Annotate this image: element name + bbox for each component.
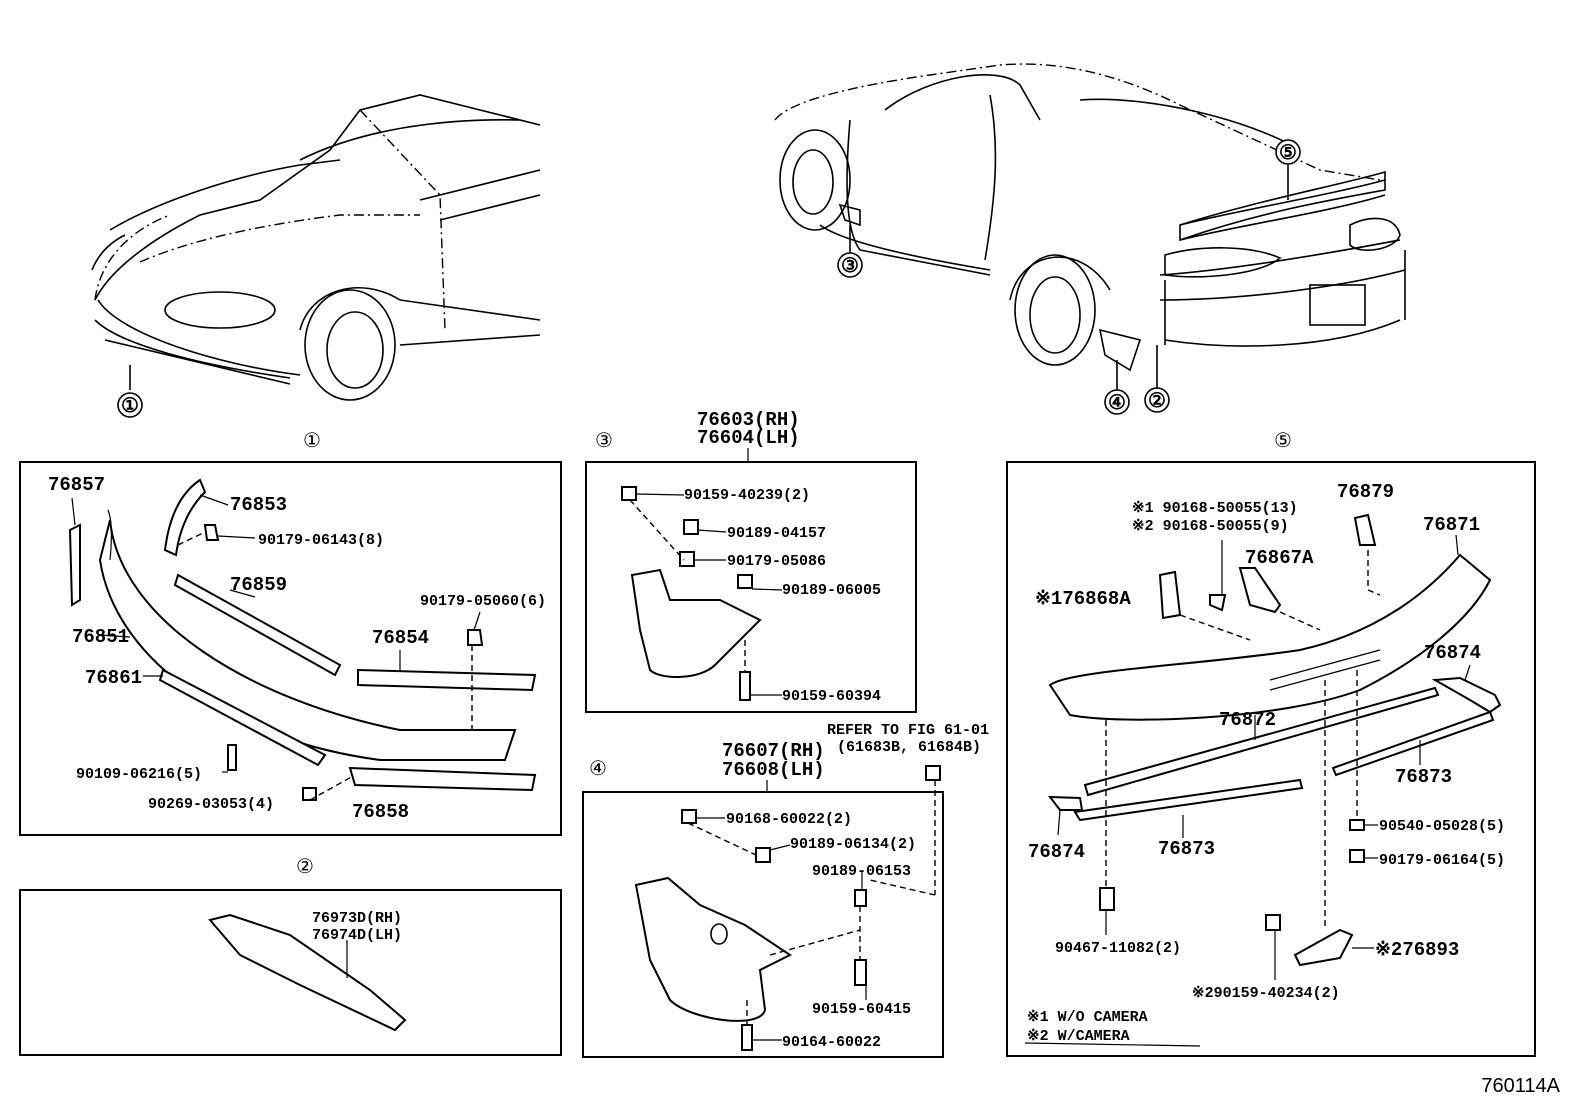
label-90179-05060: 90179-05060(6) <box>420 593 546 610</box>
label-90179-06164: 90179-06164(5) <box>1379 852 1505 869</box>
section-4-labels: 90168-60022(2) 90189-06134(2) 90189-0615… <box>726 811 916 1051</box>
diagram-id: 760114A <box>1481 1075 1560 1097</box>
svg-text:②: ② <box>1148 390 1166 412</box>
label-76973D: 76973D(RH) <box>312 910 402 927</box>
svg-text:③: ③ <box>841 255 859 277</box>
section-4-refer-line-1: REFER TO FIG 61-01 <box>827 722 989 739</box>
label-76851: 76851 <box>72 626 129 648</box>
label-76873-b: 76873 <box>1158 838 1215 860</box>
section-3-box <box>585 461 917 713</box>
section-5-title: ⑤ <box>1274 430 1292 452</box>
label-76854: 76854 <box>372 627 429 649</box>
rear-car-illustration <box>774 63 1406 390</box>
section-4-refer-line-2: (61683B, 61684B) <box>837 739 981 756</box>
label-90179-06143: 90179-06143(8) <box>258 532 384 549</box>
label-90179-05086: 90179-05086 <box>727 553 826 570</box>
section-2-title: ② <box>296 856 314 878</box>
label-76893: ※276893 <box>1375 939 1459 961</box>
label-90540-05028: 90540-05028(5) <box>1379 818 1505 835</box>
label-76867A: 76867A <box>1245 547 1314 569</box>
label-76857: 76857 <box>48 474 105 496</box>
label-76868A: ※176868A <box>1035 588 1131 610</box>
label-76871: 76871 <box>1423 514 1480 536</box>
section-1-box <box>19 461 562 836</box>
label-90189-04157: 90189-04157 <box>727 525 826 542</box>
section-4-header-rh: 76607(RH) <box>722 740 825 762</box>
label-90189-06005: 90189-06005 <box>782 582 881 599</box>
callout-1: ① <box>117 392 143 418</box>
front-car-illustration <box>91 94 541 401</box>
label-90159-60415: 90159-60415 <box>812 1001 911 1018</box>
label-76874-b: 76874 <box>1028 841 1085 863</box>
label-90164-60022: 90164-60022 <box>782 1034 881 1051</box>
callout-2: ② <box>1144 387 1170 413</box>
legend-without-camera: ※1 W/O CAMERA <box>1027 1009 1148 1026</box>
label-76873-a: 76873 <box>1395 766 1452 788</box>
callout-3: ③ <box>837 252 863 278</box>
section-1-parts <box>68 478 537 801</box>
label-76879: 76879 <box>1337 481 1394 503</box>
label-90159-60394: 90159-60394 <box>782 688 881 705</box>
label-note-2-90168-50055: ※2 90168-50055(9) <box>1132 518 1289 535</box>
section-1-title: ① <box>303 430 321 452</box>
section-2-parts <box>208 913 407 1032</box>
section-1-labels: 76857 76853 90179-06143(8) 76859 90179-0… <box>48 474 546 823</box>
section-3-header-lh: 76604(LH) <box>697 427 800 449</box>
label-76858: 76858 <box>352 801 409 823</box>
label-90168-60022: 90168-60022(2) <box>726 811 852 828</box>
svg-text:④: ④ <box>1108 392 1126 414</box>
section-4-header-lh: 76608(LH) <box>722 759 825 781</box>
legend-with-camera: ※2 W/CAMERA <box>1027 1028 1130 1045</box>
svg-text:①: ① <box>121 395 139 417</box>
label-76861: 76861 <box>85 667 142 689</box>
svg-text:⑤: ⑤ <box>1279 142 1297 164</box>
section-5-parts <box>1024 513 1502 1047</box>
label-76974D: 76974D(LH) <box>312 927 402 944</box>
label-90159-40234: ※290159-40234(2) <box>1192 985 1340 1002</box>
section-2-box <box>19 889 562 1056</box>
label-90159-40239: 90159-40239(2) <box>684 487 810 504</box>
section-4-box <box>582 791 944 1058</box>
section-5-labels: ※1 90168-50055(13) ※2 90168-50055(9) 768… <box>1027 481 1505 1045</box>
section-3-labels: 90159-40239(2) 90189-04157 90179-05086 9… <box>684 487 881 705</box>
label-note-1-90168-50055: ※1 90168-50055(13) <box>1132 500 1298 517</box>
label-76874-a: 76874 <box>1424 642 1481 664</box>
section-4-parts <box>634 765 941 1051</box>
label-90269-03053: 90269-03053(4) <box>148 796 274 813</box>
label-76853: 76853 <box>230 494 287 516</box>
label-76859: 76859 <box>230 574 287 596</box>
section-3-parts <box>621 486 783 701</box>
label-76872: 76872 <box>1219 709 1276 731</box>
label-90467-11082: 90467-11082(2) <box>1055 940 1181 957</box>
section-3-header-rh: 76603(RH) <box>697 409 800 431</box>
label-90109-06216: 90109-06216(5) <box>76 766 202 783</box>
label-90189-06153: 90189-06153 <box>812 863 911 880</box>
label-90189-06134: 90189-06134(2) <box>790 836 916 853</box>
callout-4: ④ <box>1104 389 1130 415</box>
section-3-title: ③ <box>595 430 613 452</box>
section-4-title: ④ <box>589 758 607 780</box>
section-5-box <box>1006 461 1536 1057</box>
callout-5: ⑤ <box>1275 139 1301 165</box>
